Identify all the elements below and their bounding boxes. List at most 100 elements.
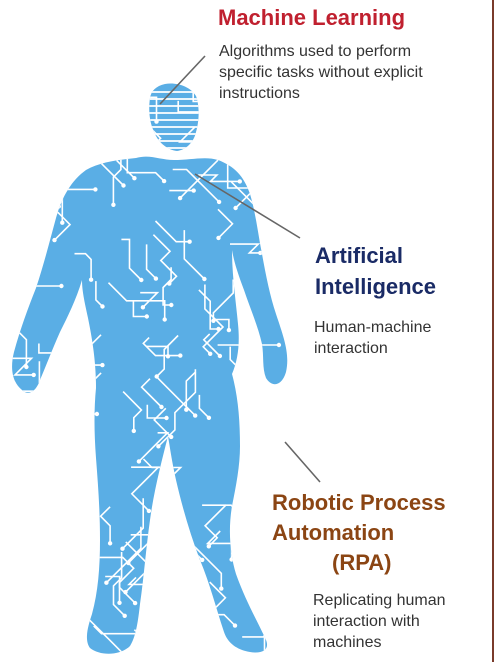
ml-desc-line: Algorithms used to perform <box>219 43 412 60</box>
machine-learning-title: Machine Learning <box>218 5 406 30</box>
circuit-trace <box>145 244 157 280</box>
circuit-trace <box>217 208 234 239</box>
circuit-node <box>55 107 61 113</box>
circuit-node <box>285 115 288 121</box>
circuit-trace <box>166 634 176 654</box>
circuit-trace <box>38 582 66 595</box>
circuit-node <box>239 153 244 158</box>
circuit-node <box>100 304 105 309</box>
circuit-trace <box>12 278 17 294</box>
circuit-trace <box>16 213 39 238</box>
circuit-node <box>206 544 211 549</box>
ai-desc-line: Human-machine <box>314 319 432 336</box>
circuit-node <box>285 423 288 428</box>
circuit-node <box>61 485 66 490</box>
circuit-trace <box>15 390 63 415</box>
circuit-node <box>69 538 75 543</box>
artificial-intelligence-description: Human-machine interaction <box>314 317 484 359</box>
circuit-node <box>76 428 82 433</box>
circuit-node <box>169 302 174 308</box>
circuit-node <box>277 607 283 612</box>
circuit-node <box>120 546 125 551</box>
circuit-trace <box>121 498 144 550</box>
circuit-node <box>136 631 141 636</box>
rpa-title: Robotic Process Automation (RPA) <box>272 488 495 578</box>
circuit-trace <box>105 526 142 584</box>
circuit-trace <box>45 499 80 531</box>
circuit-node <box>117 600 122 605</box>
circuit-trace <box>198 174 240 183</box>
circuit-node <box>107 541 113 546</box>
circuit-trace <box>98 556 135 603</box>
circuit-trace <box>99 506 111 544</box>
circuit-trace <box>57 646 83 654</box>
circuit-trace <box>74 252 92 280</box>
circuit-node <box>200 557 205 563</box>
circuit-node <box>26 177 31 182</box>
circuit-node <box>206 636 211 642</box>
rpa-description: Replicating human interaction with machi… <box>313 590 495 653</box>
circuit-node <box>237 179 242 184</box>
circuit-node <box>245 134 250 140</box>
circuit-node <box>144 314 149 319</box>
circuit-node <box>247 376 252 381</box>
circuit-node <box>161 178 167 184</box>
circuit-trace <box>279 218 288 237</box>
circuit-node <box>98 142 103 147</box>
circuit-trace <box>146 345 169 357</box>
circuit-trace <box>69 514 90 534</box>
circuit-node <box>318 233 322 237</box>
circuit-node <box>153 276 159 281</box>
circuit-node <box>258 250 263 256</box>
circuit-trace <box>12 405 19 450</box>
circuit-trace <box>24 586 53 606</box>
circuit-trace <box>38 99 58 111</box>
circuit-node <box>285 428 288 434</box>
ml-leader-line <box>159 55 206 105</box>
circuit-node <box>202 276 207 282</box>
circuit-node <box>82 545 87 551</box>
circuit-node <box>126 560 131 566</box>
circuit-node <box>49 570 54 575</box>
circuit-node <box>162 317 167 322</box>
circuit-node <box>294 170 298 174</box>
circuit-trace <box>244 420 288 432</box>
circuit-trace <box>12 180 64 223</box>
rpa-title-line: (RPA) <box>332 550 392 575</box>
circuit-node <box>178 353 183 358</box>
circuit-trace <box>121 238 142 281</box>
circuit-node <box>132 176 137 181</box>
circuit-node <box>149 144 155 150</box>
circuit-node <box>317 310 321 314</box>
circuit-node <box>131 428 136 434</box>
circuit-node <box>264 629 269 634</box>
circuit-node <box>59 412 64 417</box>
circuit-trace <box>275 272 288 313</box>
circuit-node <box>308 459 312 463</box>
circuit-node <box>74 528 79 533</box>
circuit-trace <box>48 513 68 568</box>
circuit-trace <box>54 151 72 162</box>
circuit-node <box>216 326 221 332</box>
circuit-node <box>104 580 109 585</box>
circuit-trace <box>95 281 104 308</box>
circuit-node <box>50 602 55 607</box>
circuit-trace <box>230 243 261 254</box>
circuit-trace <box>142 337 181 357</box>
circuit-trace <box>262 634 288 649</box>
circuit-trace <box>202 333 221 357</box>
circuit-trace <box>122 391 143 431</box>
circuit-node <box>159 404 164 410</box>
circuit-node <box>59 283 64 289</box>
circuit-trace <box>172 168 220 203</box>
circuit-node <box>276 342 282 348</box>
circuit-node <box>65 564 70 570</box>
circuit-node <box>177 195 183 201</box>
circuit-node <box>40 208 45 213</box>
circuit-trace <box>202 284 225 355</box>
circuit-node <box>217 353 223 359</box>
circuit-trace <box>162 267 172 306</box>
circuit-node <box>334 120 338 124</box>
circuit-trace <box>183 230 205 280</box>
circuit-trace <box>133 629 148 654</box>
